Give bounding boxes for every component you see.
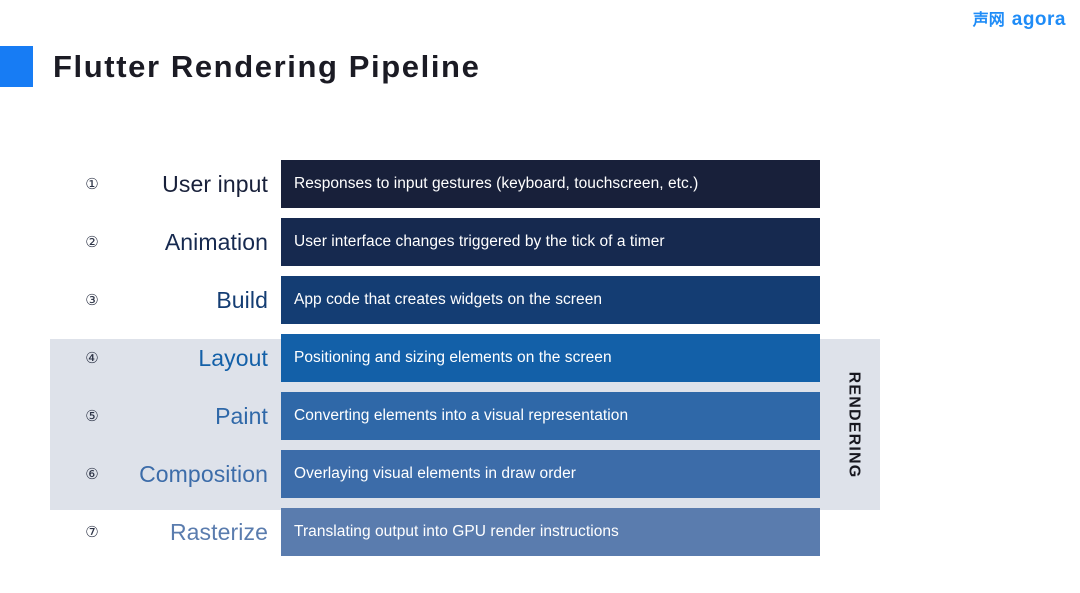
pipeline-step-description: App code that creates widgets on the scr…	[294, 291, 603, 308]
pipeline-step-bar: Responses to input gestures (keyboard, t…	[281, 160, 820, 208]
pipeline-step-description: Translating output into GPU render instr…	[294, 523, 619, 540]
pipeline-step-bar: Positioning and sizing elements on the s…	[281, 334, 820, 382]
pipeline-step-label: Build	[216, 286, 268, 313]
pipeline-step-row: ① User input Responses to input gestures (…	[0, 160, 1080, 208]
pipeline-step-label: Composition	[139, 460, 268, 487]
pipeline-step-description: Positioning and sizing elements on the s…	[294, 349, 612, 366]
pipeline-step-bar: Translating output into GPU render instr…	[281, 508, 820, 556]
pipeline-step-bar: App code that creates widgets on the scr…	[281, 276, 820, 324]
pipeline-step-row: ⑥ Composition Overlaying visual elements i…	[0, 450, 1080, 498]
rendering-phase-caption-text: RENDERING	[845, 371, 862, 478]
pipeline-step-row: ② Animation User interface changes trigger…	[0, 218, 1080, 266]
pipeline-step-label: Animation	[164, 228, 268, 255]
pipeline-step-label: Paint	[215, 402, 268, 429]
pipeline-step-row: ⑤ Paint Converting elements into a visual …	[0, 392, 1080, 440]
pipeline-step-number: ④	[85, 349, 99, 367]
pipeline-step-number: ⑥	[85, 465, 99, 483]
pipeline-step-row: ③ Build App code that creates widgets on t…	[0, 276, 1080, 324]
slide-title-bar: Flutter Rendering Pipeline	[0, 46, 480, 87]
pipeline-step-number: ①	[85, 175, 99, 193]
pipeline-step-list: ① User input Responses to input gestures (…	[0, 160, 1080, 556]
pipeline-step-number: ⑤	[85, 407, 99, 425]
title-accent-square-icon	[0, 46, 33, 87]
pipeline-step-bar: Overlaying visual elements in draw order	[281, 450, 820, 498]
pipeline-step-label: User input	[162, 170, 268, 197]
pipeline-step-number: ②	[85, 233, 99, 251]
pipeline-step-bar: Converting elements into a visual repres…	[281, 392, 820, 440]
pipeline-step-row: ⑦ Rasterize Translating output into GPU re…	[0, 508, 1080, 556]
pipeline-step-description: Converting elements into a visual repres…	[294, 407, 629, 424]
brand-logo-chinese-text: 声网	[972, 9, 1005, 29]
pipeline-step-description: User interface changes triggered by the …	[294, 233, 665, 250]
rendering-phase-caption: RENDERING	[836, 339, 870, 510]
brand-logo-wordmark: agora	[1011, 9, 1066, 30]
pipeline-step-number: ③	[85, 291, 99, 309]
pipeline-step-number: ⑦	[85, 523, 99, 541]
pipeline-step-label: Layout	[198, 344, 268, 371]
pipeline-step-description: Responses to input gestures (keyboard, t…	[294, 175, 699, 192]
pipeline-step-row: ④ Layout Positioning and sizing elements o…	[0, 334, 1080, 382]
pipeline-step-bar: User interface changes triggered by the …	[281, 218, 820, 266]
page-title: Flutter Rendering Pipeline	[53, 48, 481, 84]
pipeline-step-description: Overlaying visual elements in draw order	[294, 465, 576, 482]
rendering-pipeline-diagram: ① User input Responses to input gestures (…	[0, 160, 1080, 556]
agora-brand-logo: 声网 agora	[973, 10, 1066, 29]
pipeline-step-label: Rasterize	[169, 518, 268, 545]
